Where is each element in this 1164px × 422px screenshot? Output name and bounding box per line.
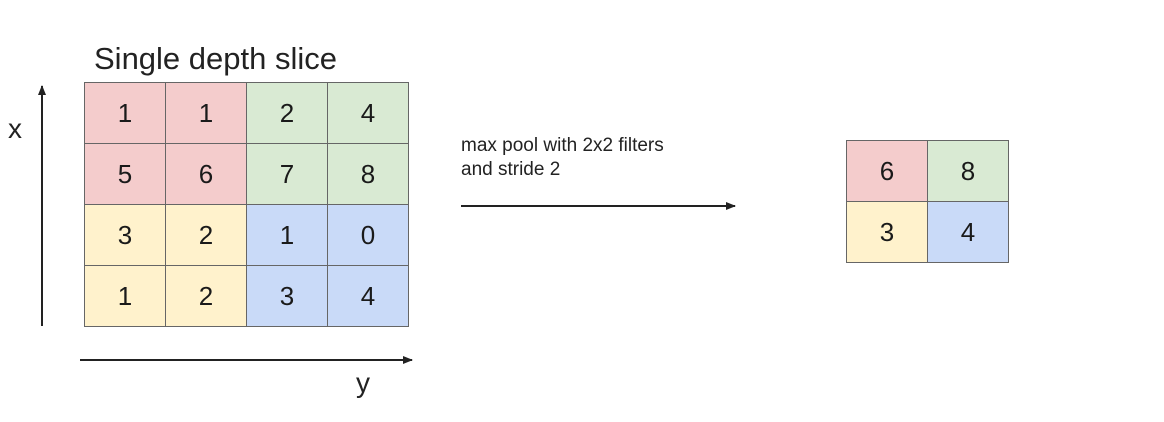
- input-cell: 2: [166, 205, 247, 266]
- operation-label-line2: and stride 2: [461, 159, 561, 180]
- output-cell: 4: [928, 202, 1009, 263]
- input-cell: 2: [247, 83, 328, 144]
- input-cell: 4: [328, 266, 409, 327]
- diagram-title: Single depth slice: [94, 41, 337, 76]
- operation-label: max pool with 2x2 filters and stride 2: [461, 134, 664, 182]
- output-cell: 8: [928, 141, 1009, 202]
- output-cell: 6: [847, 141, 928, 202]
- input-cell: 5: [85, 144, 166, 205]
- input-cell: 8: [328, 144, 409, 205]
- y-axis-label: y: [356, 367, 370, 398]
- input-cell: 2: [166, 266, 247, 327]
- input-cell: 1: [85, 83, 166, 144]
- output-cell: 3: [847, 202, 928, 263]
- input-cell: 1: [166, 83, 247, 144]
- input-cell: 1: [247, 205, 328, 266]
- output-grid: 6 8 3 4: [846, 140, 1009, 263]
- input-cell: 7: [247, 144, 328, 205]
- x-axis-label: x: [8, 113, 22, 144]
- input-cell: 6: [166, 144, 247, 205]
- input-cell: 4: [328, 83, 409, 144]
- input-cell: 0: [328, 205, 409, 266]
- input-grid: 1 1 2 4 5 6 7 8 3 2 1 0 1 2 3 4: [84, 82, 409, 327]
- operation-label-line1: max pool with 2x2 filters: [461, 135, 664, 156]
- input-cell: 1: [85, 266, 166, 327]
- input-cell: 3: [85, 205, 166, 266]
- input-cell: 3: [247, 266, 328, 327]
